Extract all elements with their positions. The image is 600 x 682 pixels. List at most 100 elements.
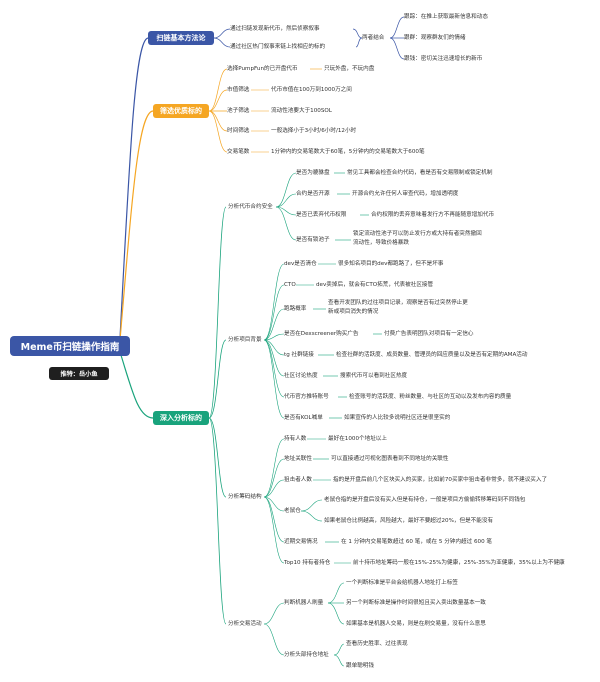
link-bot-2 bbox=[327, 602, 345, 625]
link-root-basics bbox=[119, 37, 149, 339]
link-chips-5 bbox=[263, 496, 285, 564]
link-b-combine bbox=[355, 37, 363, 48]
bg-val-0: 很多知名项目的dev都跑路了，但不是坏事 bbox=[338, 261, 444, 267]
link-combine-c3 bbox=[389, 37, 405, 60]
chips-val-2: 指的是开盘后前几个区块买入的买家，比如前70买家中狙击者非常多，就不建议买入了 bbox=[333, 477, 548, 483]
basics-combine: 两者结合 bbox=[362, 35, 385, 41]
bg-val-1: dev卖掉后，就会有CTO拓荒，代表被社区接管 bbox=[316, 282, 434, 288]
chips-val-1: 可以直接通过可视化图表看到不同地址的关联性 bbox=[331, 456, 449, 462]
link-chips-rat-b bbox=[300, 510, 323, 522]
chips-val-3b: 如果老鼠仓比例越高，风险越大，最好不要超过20%，但是不能没有 bbox=[324, 518, 494, 524]
chips-label: 分析筹码结构 bbox=[228, 494, 262, 500]
link-trading-bot bbox=[263, 602, 285, 625]
link-basics-a bbox=[213, 28, 231, 39]
filter-val-4: 1分钟内的交易笔数大于60笔，5分钟内的交易笔数大于600笔 bbox=[271, 149, 425, 155]
trading-bot-2: 如果基本是机器人交易，则是在刷交易量，没有什么意思 bbox=[346, 621, 486, 627]
contract-val-1: 开源合约允许任何人审查代码，增加透明度 bbox=[352, 191, 459, 197]
chips-key-4: 近期交易情况 bbox=[284, 539, 318, 545]
bg-key-4: tg 社群链接 bbox=[284, 352, 314, 358]
link-contract-3 bbox=[275, 206, 297, 241]
link-deep-sub-2 bbox=[208, 417, 227, 498]
link-bg-7 bbox=[263, 339, 285, 419]
bg-val-2a: 查看开发团队的过往项目记录，观察是否有过突然停止更 bbox=[328, 300, 468, 306]
branch-basics[interactable]: 扫链基本方法论 bbox=[148, 31, 214, 45]
bg-val-7: 如果宣传的人比较多说明社区还是很坚实的 bbox=[344, 415, 451, 421]
filter-key-1: 市值筛选 bbox=[227, 87, 250, 93]
link-chips-2 bbox=[263, 479, 285, 498]
bg-key-1: CTO bbox=[284, 282, 296, 288]
link-contract-1 bbox=[275, 193, 297, 208]
bg-key-6: 代币官方推特账号 bbox=[284, 394, 329, 400]
link-contract-2 bbox=[275, 206, 297, 216]
trading-top-0: 查看历史胜率、过往表现 bbox=[346, 641, 408, 647]
link-deep-sub-3 bbox=[208, 417, 227, 625]
link-chips-rat-a bbox=[300, 499, 323, 512]
contract-key-0: 是否为貔貅盘 bbox=[296, 170, 330, 176]
contract-key-3: 是否有锁池子 bbox=[296, 237, 330, 243]
link-bg-2 bbox=[263, 308, 285, 341]
chips-key-1: 地址关联性 bbox=[284, 456, 312, 462]
filter-key-2: 池子筛选 bbox=[227, 108, 250, 114]
chips-key-2: 狙击者人数 bbox=[284, 477, 312, 483]
basics-follow-groups: 跟群：观察群友们的情绪 bbox=[404, 35, 466, 41]
link-contract-0 bbox=[275, 172, 297, 208]
basics-item-narrative: 通过社区热门叙事来链上找相应的标的 bbox=[230, 44, 326, 50]
basics-item-scan: 通过扫链发现新代币，然后侦察叙事 bbox=[230, 26, 320, 32]
link-root-deep bbox=[119, 351, 154, 419]
link-top-1 bbox=[333, 654, 345, 667]
branch-filter[interactable]: 筛选优质标的 bbox=[153, 104, 209, 118]
link-bg-3 bbox=[263, 333, 285, 341]
filter-val-1: 代币市值在100万到1000万之间 bbox=[271, 87, 352, 93]
contract-label: 分析代币合约安全 bbox=[228, 204, 273, 210]
branch-deep[interactable]: 深入分析标的 bbox=[153, 411, 209, 425]
filter-val-0: 只玩外盘，不玩内盘 bbox=[324, 66, 375, 72]
bg-key-5: 社区讨论热度 bbox=[284, 373, 318, 379]
trading-bot-key: 判断机器人刷量 bbox=[284, 600, 324, 606]
link-chips-3 bbox=[263, 496, 285, 512]
bg-val-5: 搜索代币可以看到社区热度 bbox=[340, 373, 408, 379]
contract-val-0: 常见工具都会检查合约代码，看是否有交易限制或锁定机制 bbox=[347, 170, 493, 176]
link-filter-1 bbox=[208, 89, 228, 112]
chips-key-3: 老鼠仓 bbox=[284, 508, 301, 514]
link-bg-6 bbox=[263, 339, 285, 398]
chips-val-4: 在 1 分钟内交易笔数超过 60 笔，或在 5 分钟内超过 600 笔 bbox=[341, 539, 493, 545]
bg-key-3: 是否在Dexscreener购买广告 bbox=[284, 331, 359, 337]
contract-val-2: 合约权限的丢弃意味着发行方不再能随意增加代币 bbox=[371, 212, 495, 218]
bg-key-2: 跑路概率 bbox=[284, 306, 307, 312]
contract-val-3a: 锁定流动性池子可以防止发行方或大持有者突然撤回 bbox=[353, 231, 482, 237]
chips-val-0: 最好在1000个地址以上 bbox=[328, 436, 387, 442]
root-node[interactable]: Meme币扫链操作指南 bbox=[10, 336, 130, 356]
link-bg-5 bbox=[263, 339, 285, 377]
bg-key-0: dev是否清仓 bbox=[284, 261, 317, 267]
link-filter-4 bbox=[208, 110, 228, 153]
chips-val-3a: 老鼠仓指的是开盘后没有买入但是有持仓，一般是项目方偷偷转移筹码到不同钱包 bbox=[324, 497, 526, 503]
basics-follow-money: 跟钱：密切关注迅速增长的新币 bbox=[404, 56, 483, 62]
bg-val-3: 付费广告表明团队对项目有一定信心 bbox=[384, 331, 474, 337]
link-top-0 bbox=[333, 643, 345, 656]
link-chips-0 bbox=[263, 438, 285, 498]
link-combine-c1 bbox=[389, 16, 405, 39]
link-filter-3 bbox=[208, 110, 228, 132]
trading-top-1: 跟单聪明钱 bbox=[346, 663, 374, 669]
chips-key-5: Top10 持有者持仓 bbox=[284, 560, 331, 566]
trading-bot-0: 一个判断标准是平台会给机器人地址打上标签 bbox=[346, 580, 458, 586]
trading-label: 分析交易活动 bbox=[228, 621, 262, 627]
trading-bot-1: 另一个判断标准是操作时间很短且买入卖出数量基本一致 bbox=[346, 600, 486, 606]
bg-val-4: 检查社群的活跃度、成员数量、管理员的回应质量以及是否有定期的AMA活动 bbox=[336, 352, 528, 358]
chips-key-0: 持有人数 bbox=[284, 436, 307, 442]
filter-key-3: 时间筛选 bbox=[227, 128, 250, 134]
author-badge: 推特：岳小鱼 bbox=[49, 367, 109, 380]
link-deep-sub-1 bbox=[208, 339, 227, 419]
filter-val-2: 流动性池要大于100SOL bbox=[271, 108, 332, 114]
filter-key-4: 交易笔数 bbox=[227, 149, 250, 155]
background-label: 分析项目背景 bbox=[228, 337, 262, 343]
contract-key-2: 是否已丢弃代币权限 bbox=[296, 212, 347, 218]
contract-val-3b: 流动性，导致价格暴跌 bbox=[353, 240, 409, 246]
link-bg-1 bbox=[263, 284, 285, 341]
link-chips-1 bbox=[263, 458, 285, 498]
filter-val-3: 一般选择小于3小时/6小时/12小时 bbox=[271, 128, 357, 134]
chips-val-5: 前十持币地址筹码一般在15%-25%为健康，25%-35%为亚健康，35%以上为… bbox=[353, 560, 565, 566]
basics-follow-twitter: 跟踪：在推上获取最新信息和动态 bbox=[404, 14, 488, 20]
